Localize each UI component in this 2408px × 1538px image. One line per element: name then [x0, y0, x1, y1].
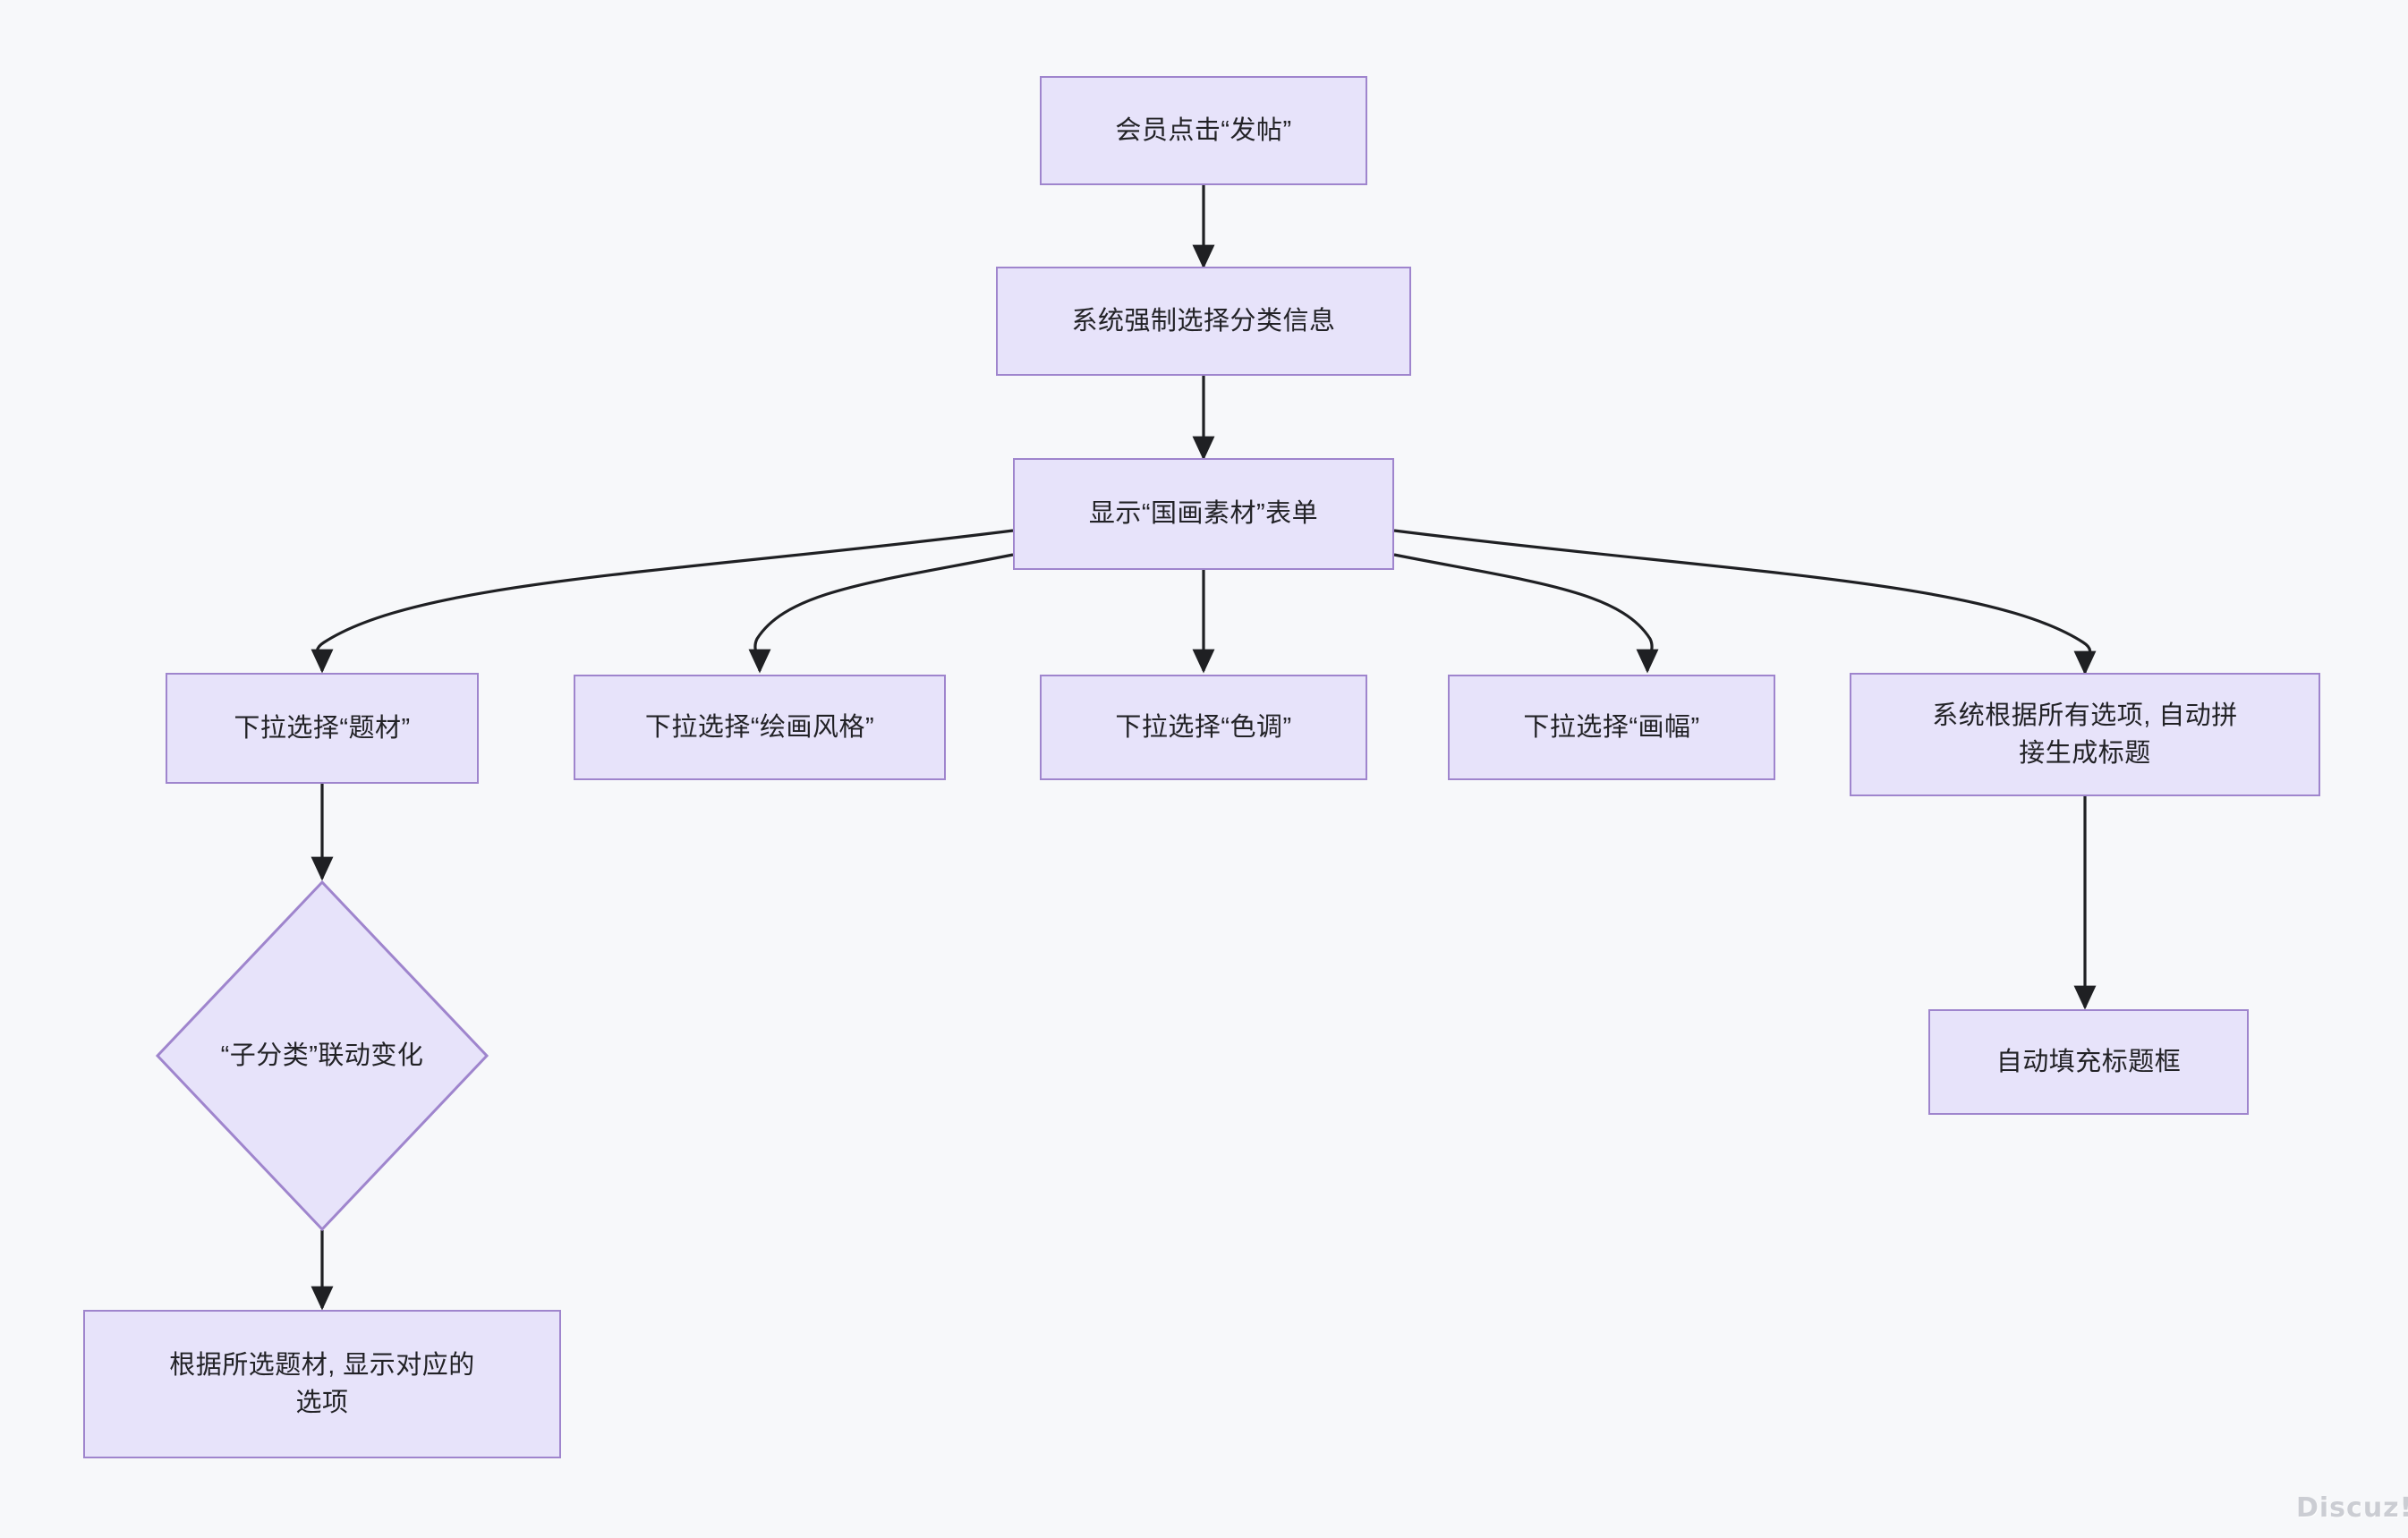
node-force-category[interactable]: 系统强制选择分类信息	[996, 267, 1411, 376]
discuz-watermark: Discuz!	[2296, 1492, 2408, 1524]
node-select-theme-label: 下拉选择“题材”	[234, 713, 411, 743]
node-auto-title[interactable]: 系统根据所有选项, 自动拼 接生成标题	[1850, 673, 2320, 796]
node-select-theme[interactable]: 下拉选择“题材”	[166, 673, 479, 784]
node-select-size-label: 下拉选择“画幅”	[1523, 712, 1700, 742]
node-select-style-label: 下拉选择“绘画风格”	[644, 712, 875, 742]
edge-show-form-to-select-style	[748, 553, 1014, 674]
edge-show-form-to-select-theme	[311, 529, 1014, 674]
node-show-options-label: 根据所选题材, 显示对应的 选项	[169, 1350, 475, 1417]
node-show-form-label: 显示“国画素材”表单	[1088, 499, 1319, 529]
node-select-tone-label: 下拉选择“色调”	[1115, 712, 1292, 742]
diamond-shape	[155, 879, 489, 1232]
watermark-text: Discuz!	[2296, 1492, 2408, 1524]
node-show-options[interactable]: 根据所选题材, 显示对应的 选项	[83, 1310, 561, 1458]
node-fill-title-box[interactable]: 自动填充标题框	[1928, 1009, 2249, 1115]
node-select-size[interactable]: 下拉选择“画幅”	[1448, 675, 1775, 780]
node-force-category-label: 系统强制选择分类信息	[1071, 306, 1336, 336]
edge-show-form-to-select-size	[1393, 553, 1659, 674]
node-subcategory-decision-label: “子分类”联动变化	[220, 1041, 424, 1070]
edge-show-form-to-auto-title	[1393, 529, 2097, 676]
node-fill-title-box-label: 自动填充标题框	[1995, 1047, 2182, 1076]
node-show-form[interactable]: 显示“国画素材”表单	[1013, 458, 1394, 570]
node-auto-title-label: 系统根据所有选项, 自动拼 接生成标题	[1932, 701, 2238, 768]
node-start-label: 会员点击“发帖”	[1115, 115, 1292, 145]
node-select-style[interactable]: 下拉选择“绘画风格”	[574, 675, 946, 780]
node-subcategory-decision[interactable]: “子分类”联动变化	[155, 879, 489, 1232]
node-start[interactable]: 会员点击“发帖”	[1040, 76, 1367, 185]
node-select-tone[interactable]: 下拉选择“色调”	[1040, 675, 1367, 780]
